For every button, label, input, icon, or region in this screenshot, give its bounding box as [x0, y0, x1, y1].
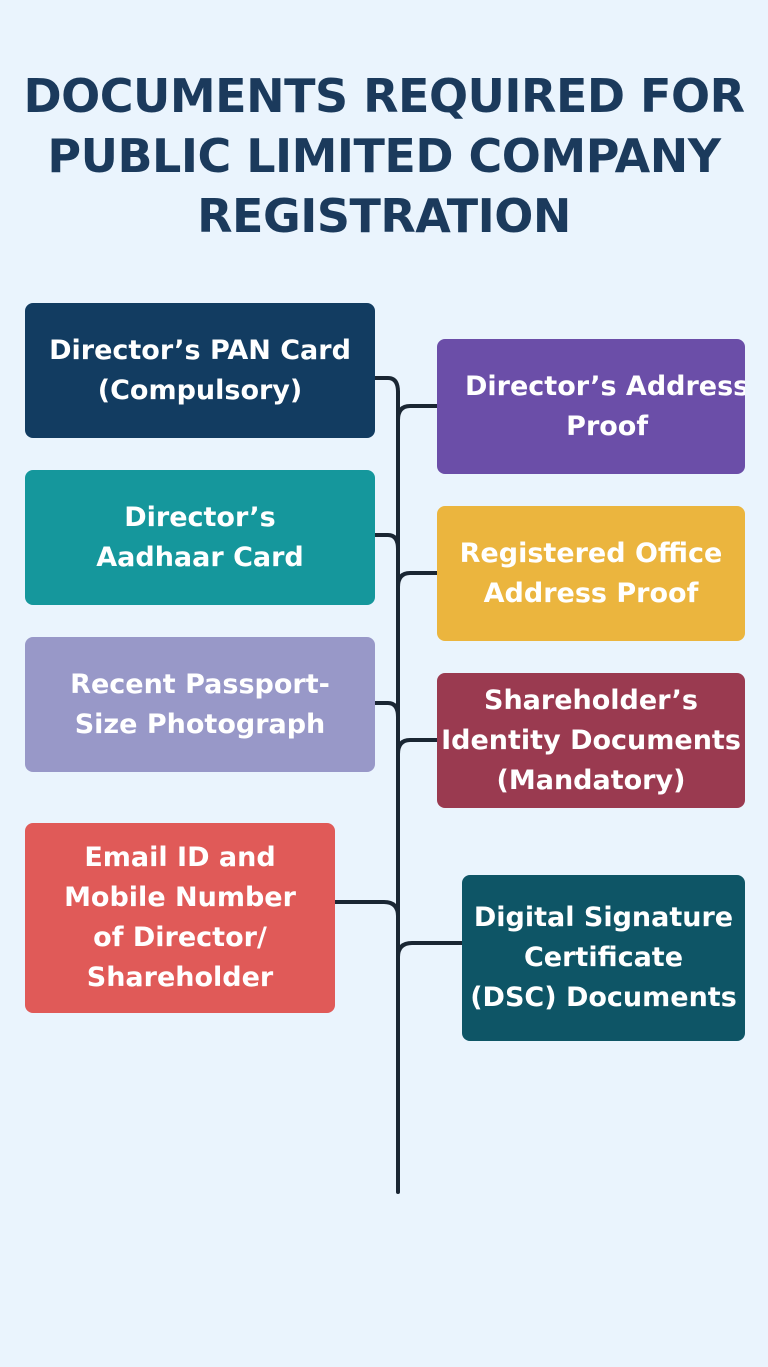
- connector-left-4: [333, 900, 400, 918]
- card-line: Director’s Address: [465, 370, 745, 402]
- card-line: (Mandatory): [496, 764, 686, 796]
- card-line: Email ID and: [84, 842, 276, 873]
- card-line: Shareholder: [86, 962, 274, 993]
- card-line: Director’s PAN Card: [49, 334, 351, 366]
- card-passport-photograph: Recent Passport- Size Photograph: [25, 637, 375, 772]
- card-line: Proof: [566, 410, 649, 442]
- connector-right-4: [396, 941, 464, 959]
- card-line: Aadhaar Card: [96, 541, 304, 573]
- connector-left-2: [373, 533, 400, 551]
- card-registered-office-proof: Registered Office Address Proof: [437, 506, 745, 641]
- connector-right-2: [396, 571, 439, 589]
- card-line: Mobile Number: [64, 882, 296, 913]
- title-line-3: REGISTRATION: [197, 189, 571, 243]
- connector-left-1: [373, 376, 400, 394]
- card-directors-address-proof: Director’s Address Proof: [437, 339, 745, 474]
- card-line: Certificate: [523, 942, 684, 973]
- card-line: Recent Passport-: [70, 668, 330, 700]
- connector-left-3: [373, 701, 400, 719]
- card-line: of Director/: [93, 922, 267, 953]
- connector-right-3: [396, 738, 439, 756]
- title-line-2: PUBLIC LIMITED COMPANY: [47, 129, 721, 183]
- card-line: Identity Documents: [441, 724, 741, 756]
- card-line: (DSC) Documents: [470, 982, 737, 1013]
- card-line: Registered Office: [459, 537, 723, 569]
- card-directors-aadhaar-card: Director’s Aadhaar Card: [25, 470, 375, 605]
- card-directors-pan-card: Director’s PAN Card (Compulsory): [25, 303, 375, 438]
- card-line: Digital Signature: [473, 902, 734, 933]
- card-shareholder-identity: Shareholder’s Identity Documents (Mandat…: [437, 673, 745, 808]
- connector-right-1: [396, 404, 439, 422]
- card-line: Director’s: [124, 501, 276, 533]
- title-line-1: DOCUMENTS REQUIRED FOR: [23, 69, 745, 123]
- card-email-mobile: Email ID and Mobile Number of Director/ …: [25, 823, 335, 1013]
- card-line: (Compulsory): [97, 374, 303, 406]
- page-title: DOCUMENTS REQUIRED FOR PUBLIC LIMITED CO…: [0, 66, 768, 246]
- card-dsc-documents: Digital Signature Certificate (DSC) Docu…: [462, 875, 745, 1041]
- card-line: Address Proof: [483, 577, 699, 609]
- card-line: Size Photograph: [74, 708, 326, 740]
- card-line: Shareholder’s: [484, 684, 698, 716]
